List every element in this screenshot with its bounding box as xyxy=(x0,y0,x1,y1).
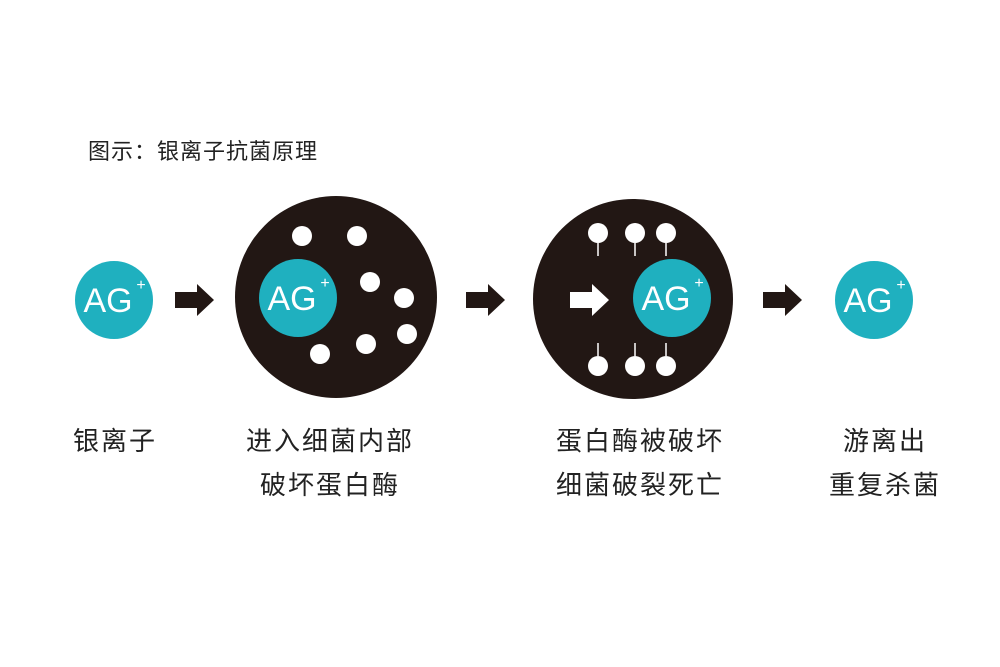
step2-label: 进入细菌内部 破坏蛋白酶 xyxy=(215,420,445,508)
step-label-line: 进入细菌内部 xyxy=(245,427,414,457)
step-label-line: 银离子 xyxy=(72,427,157,457)
step1-label: 银离子 xyxy=(40,420,190,464)
protein-dot xyxy=(356,334,376,354)
protein-dot xyxy=(347,226,367,246)
step4-ion: AG + xyxy=(835,261,913,339)
protein-dot xyxy=(310,344,330,364)
step1-ion: AG + xyxy=(75,261,153,339)
bacterium-cell xyxy=(533,199,733,399)
protein-dot xyxy=(360,272,380,292)
step4-label: 游离出 重复杀菌 xyxy=(795,420,975,508)
ion-circle xyxy=(633,259,711,337)
step3-bacterium: AG + xyxy=(533,199,733,399)
arrow-right-icon xyxy=(175,284,214,316)
ion-circle xyxy=(835,261,913,339)
step-label-line: 游离出 xyxy=(842,427,927,457)
ion-label: AG xyxy=(267,280,316,318)
ion-label: AG xyxy=(641,280,690,318)
protein-dot xyxy=(292,226,312,246)
step-label-line: 蛋白酶被破坏 xyxy=(555,427,724,457)
step-label-line: 细菌破裂死亡 xyxy=(555,471,724,501)
broken-protein xyxy=(656,343,676,376)
broken-protein xyxy=(656,223,676,256)
step3-label: 蛋白酶被破坏 细菌破裂死亡 xyxy=(525,420,755,508)
diagram-caption: 图示：银离子抗菌原理 xyxy=(88,140,319,165)
broken-protein xyxy=(588,223,608,256)
ion-circle xyxy=(75,261,153,339)
step-label-line: 重复杀菌 xyxy=(828,471,941,501)
broken-protein xyxy=(625,343,645,376)
ion-circle xyxy=(259,259,337,337)
step2-bacterium: AG + xyxy=(235,196,437,398)
ion-charge: + xyxy=(694,275,703,292)
broken-protein xyxy=(625,223,645,256)
step-label-line: 破坏蛋白酶 xyxy=(259,471,400,501)
ion-charge: + xyxy=(136,277,145,294)
arrow-right-icon xyxy=(466,284,505,316)
ion-charge: + xyxy=(320,275,329,292)
protein-dot xyxy=(394,288,414,308)
ion-charge: + xyxy=(896,277,905,294)
arrow-right-icon xyxy=(763,284,802,316)
ion-label: AG xyxy=(843,282,892,320)
ion-label: AG xyxy=(83,282,132,320)
broken-protein xyxy=(588,343,608,376)
protein-dot xyxy=(397,324,417,344)
arrow-right-icon xyxy=(570,284,609,316)
